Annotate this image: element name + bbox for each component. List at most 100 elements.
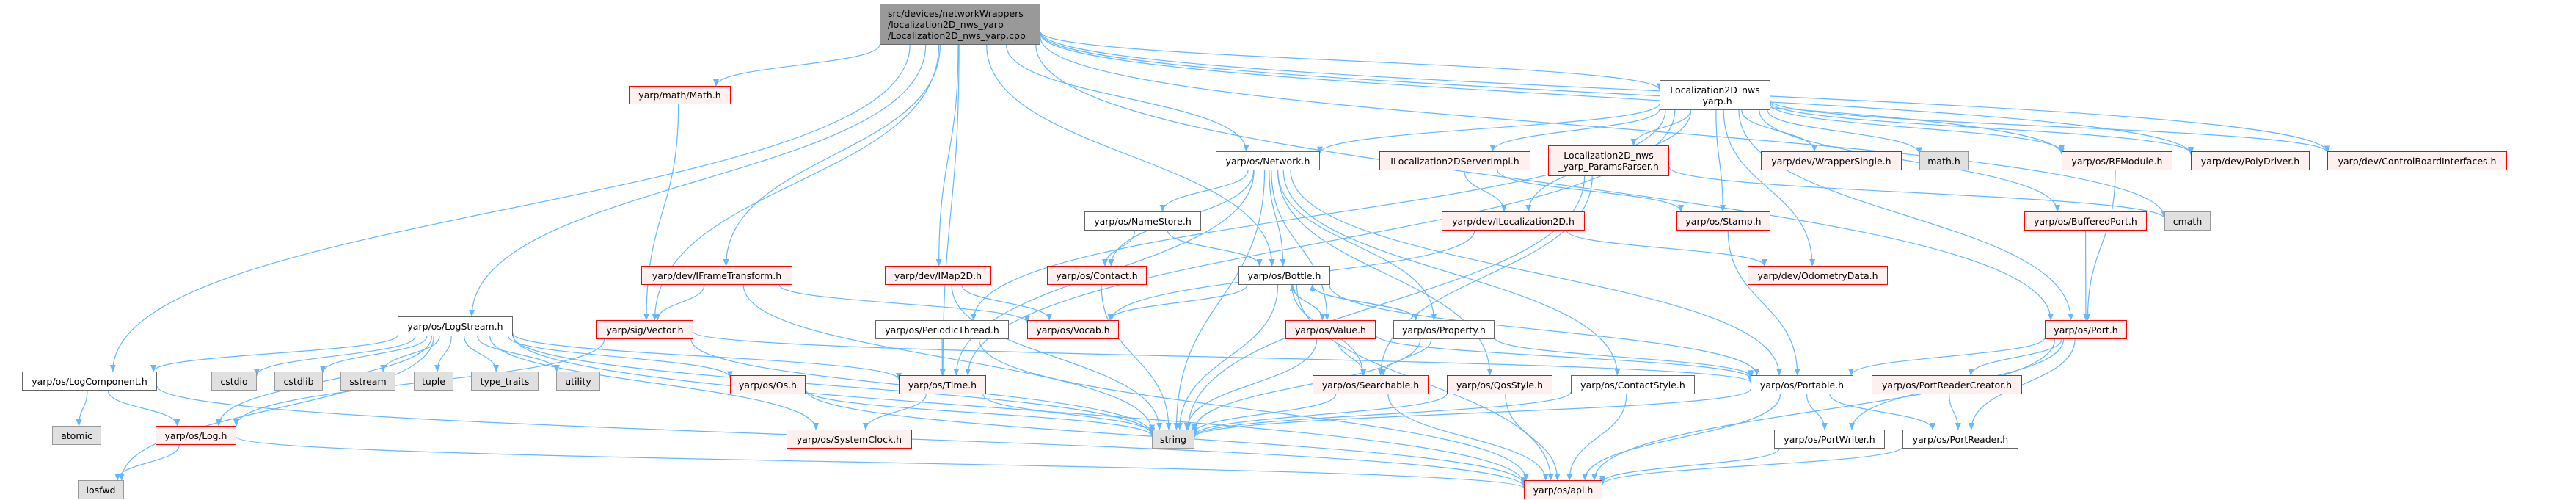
node-polydriver[interactable]: yarp/dev/PolyDriver.h <box>2191 151 2310 170</box>
node-rfmodule[interactable]: yarp/os/RFModule.h <box>2062 151 2172 170</box>
node-value[interactable]: yarp/os/Value.h <box>1285 320 1376 339</box>
edge-logstream-to-type_traits <box>464 336 500 372</box>
node-stamp[interactable]: yarp/os/Stamp.h <box>1676 211 1770 231</box>
edge-root-to-time <box>940 44 960 376</box>
edge-os-to-string <box>805 389 1155 438</box>
edge-vector-to-portable <box>693 331 1754 383</box>
node-portable[interactable]: yarp/os/Portable.h <box>1751 375 1853 394</box>
node-time[interactable]: yarp/os/Time.h <box>899 375 986 394</box>
edge-value-to-portable <box>1375 334 1754 380</box>
edge-portwriter-to-api <box>1599 448 1780 483</box>
node-cbi[interactable]: yarp/dev/ControlBoardInterfaces.h <box>2327 151 2507 170</box>
node-mathh: math.h <box>1919 151 1969 170</box>
edge-port-to-api <box>1591 338 2056 481</box>
edge-logstream-to-systemclock <box>489 336 819 430</box>
node-params[interactable]: Localization2D_nws _yarp_ParamsParser.h <box>1548 145 1669 176</box>
node-imap[interactable]: yarp/dev/IMap2D.h <box>885 266 991 285</box>
edge-time-to-systemclock <box>862 394 927 430</box>
edge-loch-to-network <box>1317 103 1660 154</box>
edge-loch-to-port <box>1738 109 2074 321</box>
edge-loch-to-polydriver <box>1770 101 2194 155</box>
edge-logstream-to-time <box>512 333 902 380</box>
edge-logstream-to-cstdlib <box>320 336 428 374</box>
edge-qos-to-string <box>1192 393 1448 437</box>
node-cmath: cmath <box>2164 211 2211 231</box>
node-iloc[interactable]: yarp/dev/ILocalization2D.h <box>1442 211 1585 231</box>
node-bottle[interactable]: yarp/os/Bottle.h <box>1238 266 1330 285</box>
edge-portreader-to-api <box>1599 446 1903 486</box>
edge-qos-to-api <box>1505 394 1561 481</box>
node-loch[interactable]: Localization2D_nws _yarp.h <box>1660 80 1770 110</box>
node-contact[interactable]: yarp/os/Contact.h <box>1047 266 1147 285</box>
edge-value-to-searchable <box>1337 338 1367 376</box>
edge-prc-to-portreader <box>1949 394 1961 430</box>
edge-rfmodule-to-port <box>2084 170 2116 321</box>
node-logstream[interactable]: yarp/os/LogStream.h <box>398 316 513 336</box>
edge-property-to-string <box>1192 338 1421 432</box>
node-contactstyle[interactable]: yarp/os/ContactStyle.h <box>1571 375 1695 394</box>
node-portwriter[interactable]: yarp/os/PortWriter.h <box>1774 430 1885 449</box>
node-systemclock[interactable]: yarp/os/SystemClock.h <box>787 430 912 449</box>
edge-network-to-portable <box>1290 170 1782 376</box>
edge-port-to-prc <box>1968 338 2062 376</box>
node-root[interactable]: src/devices/networkWrappers /localizatio… <box>880 4 1040 45</box>
node-vector[interactable]: yarp/sig/Vector.h <box>596 320 693 339</box>
node-searchable[interactable]: yarp/os/Searchable.h <box>1313 375 1429 394</box>
edge-loch-to-odometry <box>1723 109 1816 267</box>
node-tuple: tuple <box>414 372 453 391</box>
node-vocab[interactable]: yarp/os/Vocab.h <box>1027 320 1119 339</box>
edge-iframe-to-vocab <box>778 284 1030 324</box>
node-iserver[interactable]: ILocalization2DServerImpl.h <box>1379 151 1530 170</box>
edge-root-to-cmath <box>1040 37 2167 218</box>
edge-root-to-logstream <box>469 44 927 317</box>
node-namestore[interactable]: yarp/os/NameStore.h <box>1084 211 1201 231</box>
edge-time-to-string <box>982 394 1155 435</box>
edge-property-to-portable <box>1494 337 1754 378</box>
edge-loch-to-buffered <box>1759 109 2061 212</box>
edge-root-to-port <box>1035 44 2054 321</box>
edge-port-to-portreader <box>1968 338 2076 430</box>
node-iosfwd: iosfwd <box>78 480 124 499</box>
edge-portable-to-api <box>1582 394 1781 481</box>
node-network[interactable]: yarp/os/Network.h <box>1216 151 1320 170</box>
node-api[interactable]: yarp/os/api.h <box>1524 480 1602 499</box>
edge-root-to-network <box>1006 44 1249 152</box>
node-type-traits: type_traits <box>471 372 539 391</box>
node-sstream: sstream <box>340 372 395 391</box>
node-portreader[interactable]: yarp/os/PortReader.h <box>1902 430 2018 449</box>
node-buffered[interactable]: yarp/os/BufferedPort.h <box>2024 211 2147 231</box>
node-wrapper[interactable]: yarp/dev/WrapperSingle.h <box>1761 151 1902 170</box>
node-property[interactable]: yarp/os/Property.h <box>1393 320 1495 339</box>
node-odometry[interactable]: yarp/dev/OdometryData.h <box>1748 266 1888 285</box>
node-port[interactable]: yarp/os/Port.h <box>2045 320 2127 339</box>
edge-log-to-iosfwd <box>114 444 180 481</box>
edge-logstream-to-utility <box>477 336 560 372</box>
node-log[interactable]: yarp/os/Log.h <box>156 426 236 445</box>
edge-contactstyle-to-string <box>1192 391 1572 438</box>
edge-root-to-loch <box>1040 32 1663 91</box>
node-periodic[interactable]: yarp/os/PeriodicThread.h <box>875 320 1009 339</box>
node-qos[interactable]: yarp/os/QosStyle.h <box>1447 375 1552 394</box>
edge-iserver-to-stamp <box>1497 170 1684 212</box>
node-logcomponent[interactable]: yarp/os/LogComponent.h <box>22 372 157 391</box>
edge-root-to-rfmodule <box>1040 33 2065 156</box>
node-prc[interactable]: yarp/os/PortReaderCreator.h <box>1872 375 2022 394</box>
node-utility: utility <box>556 372 600 391</box>
edge-network-to-property <box>1277 170 1437 321</box>
edge-loch-to-cbi <box>1770 100 2330 153</box>
edge-network-to-namestore <box>1159 170 1249 212</box>
edge-stamp-to-portable <box>1727 230 1800 376</box>
edge-params-to-cmath <box>1668 167 2167 220</box>
edge-logstream-to-string <box>512 335 1155 437</box>
edge-network-to-value <box>1271 170 1330 321</box>
node-os[interactable]: yarp/os/Os.h <box>730 375 806 394</box>
edge-searchable-to-string <box>1192 394 1337 435</box>
edge-portable-to-portreader <box>1829 394 1935 430</box>
node-math[interactable]: yarp/math/Math.h <box>629 86 731 104</box>
edge-logstream-to-tuple <box>434 336 452 372</box>
node-iframe[interactable]: yarp/dev/IFrameTransform.h <box>641 266 792 285</box>
edge-contactstyle-to-api <box>1566 394 1627 481</box>
edge-root-to-math <box>713 44 880 87</box>
edge-logstream-to-api <box>512 335 1527 485</box>
